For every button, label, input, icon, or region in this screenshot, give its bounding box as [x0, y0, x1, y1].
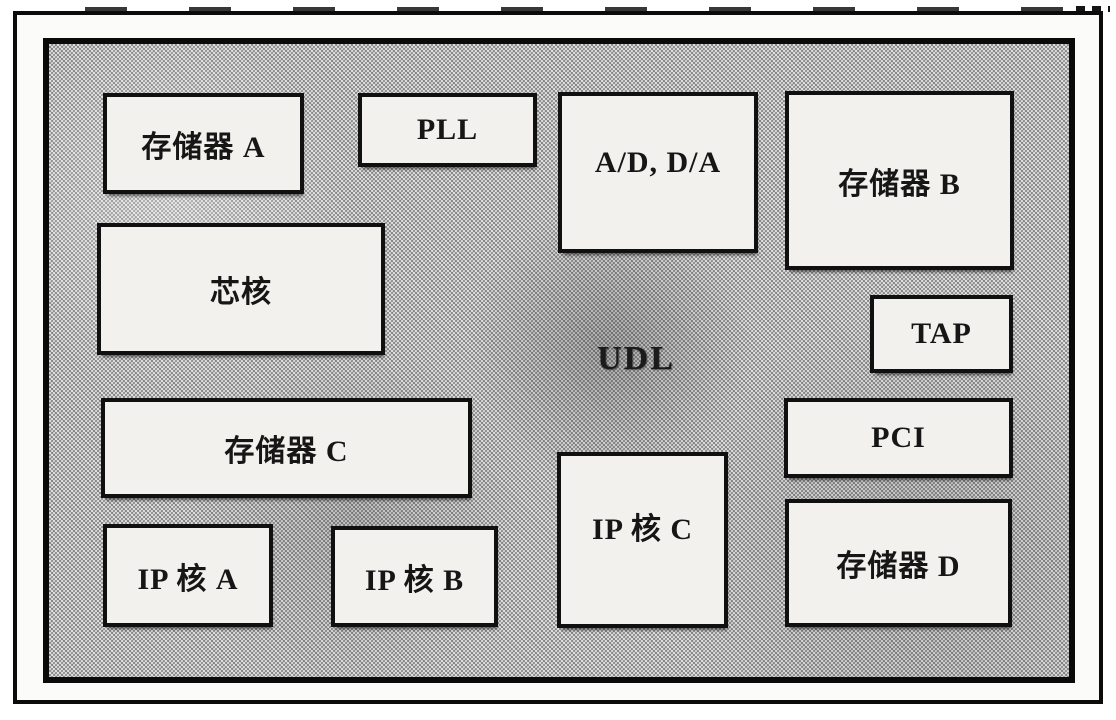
block-memory-a: 存储器 A [103, 93, 304, 194]
block-pci-label: PCI [871, 421, 926, 454]
block-ad-da: A/D, D/A [558, 92, 758, 253]
block-core: 芯核 [97, 223, 385, 355]
block-ip-core-b: IP 核 B [331, 526, 498, 627]
block-memory-c-label: 存储器 C [224, 435, 349, 468]
block-memory-b-label: 存储器 B [838, 167, 961, 201]
block-memory-d-label: 存储器 D [836, 550, 961, 583]
block-memory-a-label: 存储器 A [141, 130, 266, 164]
block-pll-label: PLL [416, 113, 479, 146]
scan-noise-dashes [85, 7, 1085, 13]
block-ip-core-a: IP 核 A [103, 524, 273, 627]
block-ip-core-b-label: IP 核 B [364, 563, 465, 597]
block-ip-core-a-label: IP 核 A [137, 562, 239, 596]
block-memory-d: 存储器 D [785, 499, 1012, 627]
block-memory-b: 存储器 B [785, 91, 1014, 270]
block-ad-da-label: A/D, D/A [594, 145, 722, 179]
block-tap: TAP [870, 295, 1013, 373]
block-pci: PCI [784, 398, 1013, 478]
block-core-label: 芯核 [210, 276, 272, 309]
scan-noise-corner [1076, 6, 1110, 12]
block-ip-core-c-label: IP 核 C [591, 513, 693, 546]
block-tap-label: TAP [911, 317, 972, 350]
udl-background-label: UDL [597, 340, 675, 377]
block-memory-c: 存储器 C [101, 398, 472, 498]
block-ip-core-c: IP 核 C [557, 452, 728, 628]
block-pll: PLL [358, 93, 537, 167]
